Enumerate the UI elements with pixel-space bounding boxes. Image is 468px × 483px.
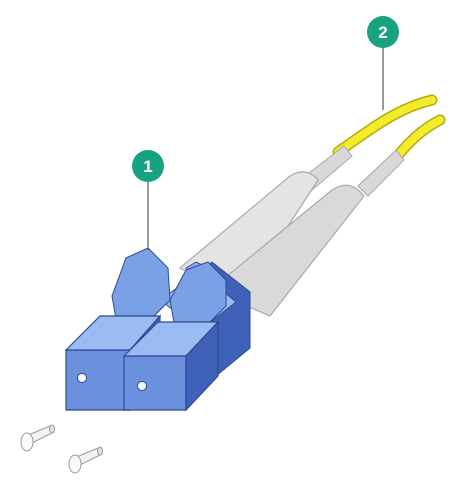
fiber-cable (299, 94, 446, 197)
callout-badge-1 (132, 150, 164, 182)
callout-2: 2 (367, 16, 399, 110)
callout-label-2: 2 (378, 23, 387, 42)
callout-1: 1 (132, 150, 164, 250)
callout-badge-2 (367, 16, 399, 48)
lc-connector-front-right (122, 261, 227, 412)
lc-connector-front (64, 247, 171, 412)
callout-label-1: 1 (143, 157, 152, 176)
dust-cap (68, 446, 103, 474)
dust-cap (20, 424, 55, 452)
